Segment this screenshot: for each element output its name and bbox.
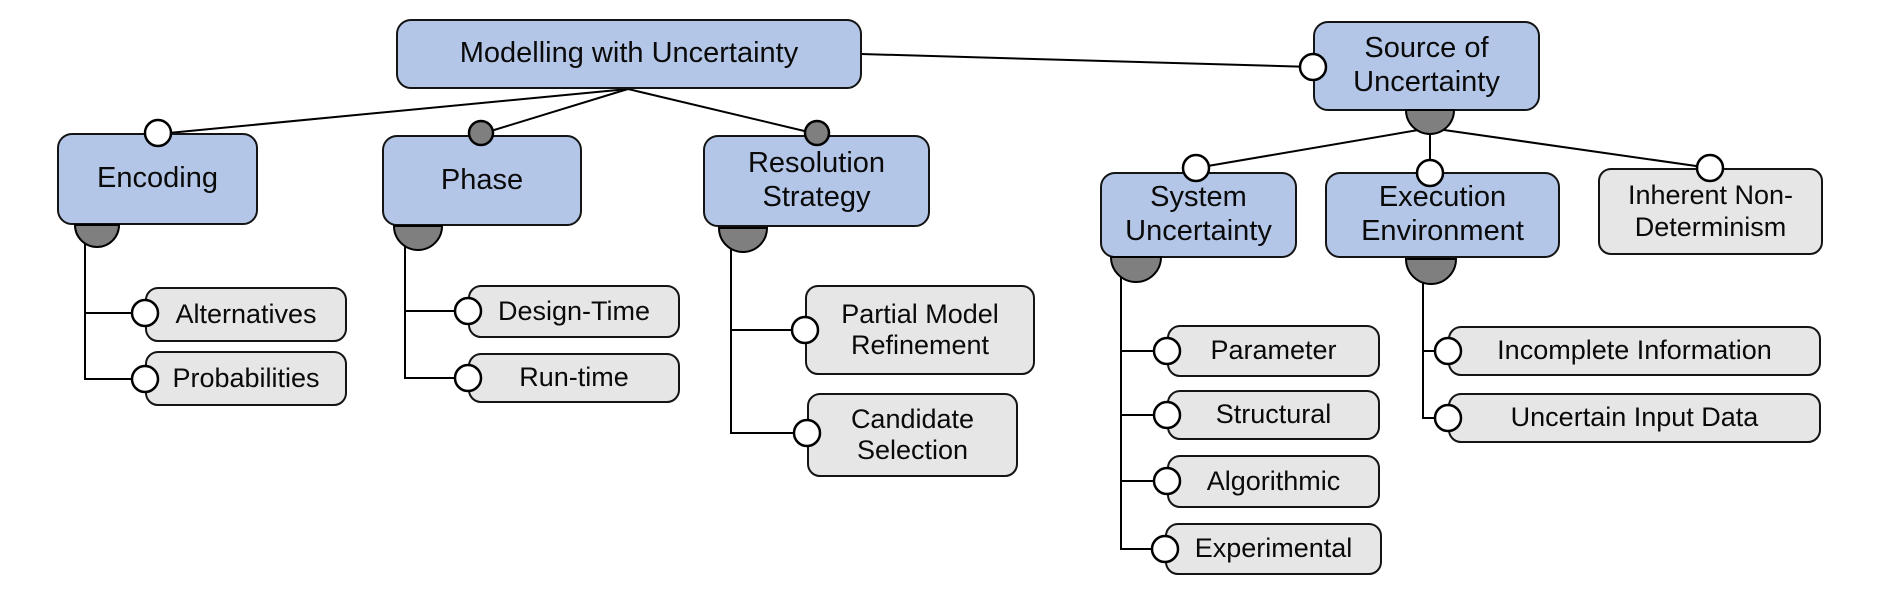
node-structural: Structural xyxy=(1167,390,1380,440)
node-resolution-strategy: Resolution Strategy xyxy=(703,135,930,227)
node-source-of-uncertainty: Source of Uncertainty xyxy=(1313,21,1540,111)
node-label: Source of Uncertainty xyxy=(1353,32,1500,98)
node-probabilities: Probabilities xyxy=(145,351,347,406)
node-label: Incomplete Information xyxy=(1497,335,1772,366)
node-experimental: Experimental xyxy=(1165,523,1382,575)
node-label: Alternatives xyxy=(175,298,317,329)
node-modelling-with-uncertainty: Modelling with Uncertainty xyxy=(396,19,862,89)
edge-source-system xyxy=(1195,127,1431,169)
node-phase: Phase xyxy=(382,135,582,226)
node-design-time: Design-Time xyxy=(468,285,680,338)
node-incomplete-information: Incomplete Information xyxy=(1448,326,1821,376)
node-alternatives: Alternatives xyxy=(145,287,347,342)
edge-root-phase xyxy=(480,88,629,135)
node-label: Phase xyxy=(440,163,524,196)
node-system-uncertainty: System Uncertainty xyxy=(1100,172,1297,258)
edge-source-inherent xyxy=(1429,127,1711,169)
edge-system-trunk xyxy=(1120,260,1165,550)
node-label: Parameter xyxy=(1210,335,1337,366)
node-partial-model-refinement: Partial Model Refinement xyxy=(805,285,1035,375)
node-parameter: Parameter xyxy=(1167,325,1380,377)
node-label: Probabilities xyxy=(172,362,320,393)
node-algorithmic: Algorithmic xyxy=(1167,455,1380,508)
edge-resolution-trunk xyxy=(730,230,807,434)
node-label: Inherent Non-Determinism xyxy=(1627,180,1794,242)
node-label: Encoding xyxy=(97,162,218,195)
node-label: Design-Time xyxy=(497,295,651,326)
node-label: Experimental xyxy=(1194,533,1353,564)
node-execution-environment: Execution Environment xyxy=(1325,172,1560,258)
edge-root-encoding xyxy=(157,88,629,135)
node-label: Run-time xyxy=(519,362,629,393)
node-label: Algorithmic xyxy=(1206,465,1341,496)
node-label: Execution Environment xyxy=(1361,181,1524,247)
node-inherent-non-determinism: Inherent Non-Determinism xyxy=(1598,168,1823,255)
edge-execution-trunk xyxy=(1422,262,1448,419)
node-run-time: Run-time xyxy=(468,353,680,403)
edge-root-resolution xyxy=(627,88,818,135)
edge-encoding-trunk xyxy=(84,228,145,380)
edge-phase-trunk xyxy=(404,228,468,379)
node-label: Structural xyxy=(1215,399,1332,430)
node-label: Modelling with Uncertainty xyxy=(459,37,799,70)
node-label: System Uncertainty xyxy=(1125,181,1272,247)
node-label: Partial Model Refinement xyxy=(841,298,999,360)
edge-root-source xyxy=(860,53,1314,68)
node-uncertain-input-data: Uncertain Input Data xyxy=(1448,393,1821,443)
node-label: Candidate Selection xyxy=(850,403,975,465)
node-candidate-selection: Candidate Selection xyxy=(807,393,1018,477)
node-label: Uncertain Input Data xyxy=(1510,402,1759,433)
node-label: Resolution Strategy xyxy=(747,147,886,213)
node-encoding: Encoding xyxy=(57,133,258,225)
